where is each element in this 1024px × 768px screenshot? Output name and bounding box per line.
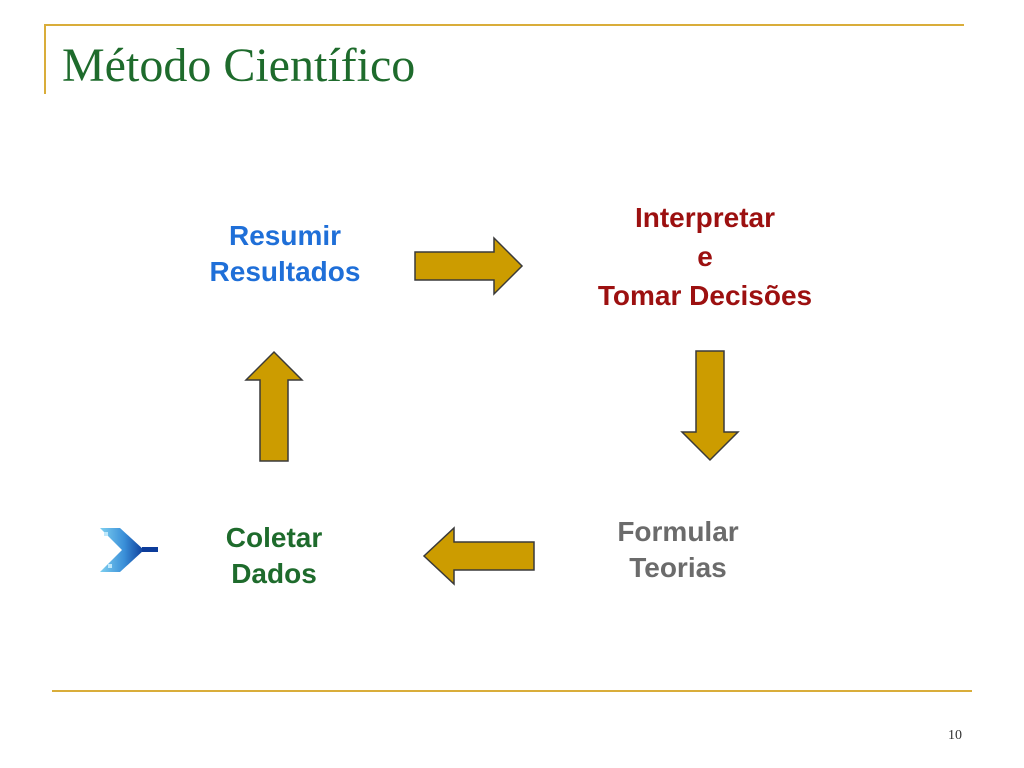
arrow-left-shape [422, 526, 535, 586]
node-interpretar-decisoes: Interpretar e Tomar Decisões [540, 198, 870, 315]
node-interpretar-line3: Tomar Decisões [597, 280, 813, 311]
node-formular-teorias: Formular Teorias [578, 514, 778, 586]
arrow-up-shape [244, 350, 304, 462]
node-resumir-resultados: Resumir Resultados [170, 218, 400, 290]
arrow-right-shape [414, 236, 524, 296]
arrow-up [244, 350, 304, 462]
node-interpretar-line2: e [697, 241, 713, 272]
node-coletar-line2: Dados [231, 558, 317, 589]
node-resumir-line2: Resultados [209, 256, 361, 287]
footer-accent-line [52, 690, 972, 692]
arrowhead-bullet-icon [100, 528, 158, 572]
page-number: 10 [948, 728, 962, 743]
node-interpretar-line1: Interpretar [634, 202, 776, 233]
node-coletar-dados: Coletar Dados [184, 520, 364, 592]
arrow-left [422, 526, 535, 586]
arrow-down-shape [680, 350, 740, 462]
arrow-right [414, 236, 524, 296]
node-coletar-line1: Coletar [225, 522, 323, 553]
left-accent-line [44, 24, 46, 94]
node-formular-line1: Formular [617, 516, 739, 547]
slide-title: Método Científico [62, 39, 416, 92]
node-formular-line2: Teorias [629, 552, 727, 583]
node-resumir-line1: Resumir [228, 220, 342, 251]
arrow-down [680, 350, 740, 462]
top-accent-line [44, 24, 964, 26]
